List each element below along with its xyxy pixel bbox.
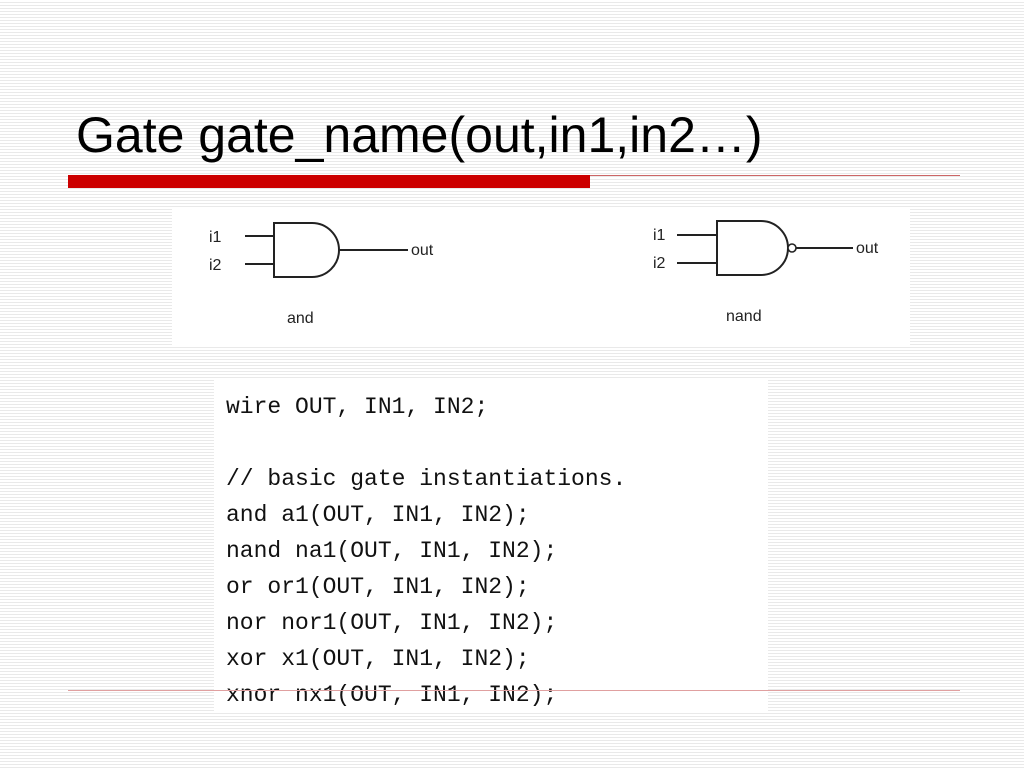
nand-gate-inversion-bubble xyxy=(787,243,797,253)
footer-rule xyxy=(68,690,960,691)
and-gate-output-label: out xyxy=(411,242,434,259)
and-gate-body xyxy=(273,222,340,278)
and-gate-input-1-label: i1 xyxy=(209,229,222,246)
nand-gate-caption: nand xyxy=(726,308,762,325)
title-underline-thin xyxy=(590,175,960,176)
code-line: xor x1(OUT, IN1, IN2); xyxy=(226,646,530,672)
and-gate-input-2-label: i2 xyxy=(209,257,222,274)
code-line: xnor nx1(OUT, IN1, IN2); xyxy=(226,682,558,708)
code-panel: wire OUT, IN1, IN2; // basic gate instan… xyxy=(214,378,768,712)
code-line: nor nor1(OUT, IN1, IN2); xyxy=(226,610,558,636)
nand-gate: i1 i2 out nand xyxy=(653,220,879,325)
slide-title: Gate gate_name(out,in1,in2…) xyxy=(76,107,763,163)
and-gate: i1 i2 out and xyxy=(209,222,434,327)
code-line: or or1(OUT, IN1, IN2); xyxy=(226,574,530,600)
nand-gate-body xyxy=(716,220,789,276)
code-line: // basic gate instantiations. xyxy=(226,466,627,492)
code-line: nand na1(OUT, IN1, IN2); xyxy=(226,538,558,564)
gate-diagram: i1 i2 out and i1 i2 out nand xyxy=(209,220,879,327)
and-gate-caption: and xyxy=(287,310,314,327)
code-line: wire OUT, IN1, IN2; xyxy=(226,394,489,420)
nand-gate-input-1-label: i1 xyxy=(653,227,666,244)
title-underline-accent xyxy=(68,175,590,188)
code-line: and a1(OUT, IN1, IN2); xyxy=(226,502,530,528)
gate-diagram-panel: i1 i2 out and i1 i2 out nand xyxy=(172,207,910,347)
nand-gate-input-2-label: i2 xyxy=(653,255,666,272)
nand-gate-output-label: out xyxy=(856,240,879,257)
